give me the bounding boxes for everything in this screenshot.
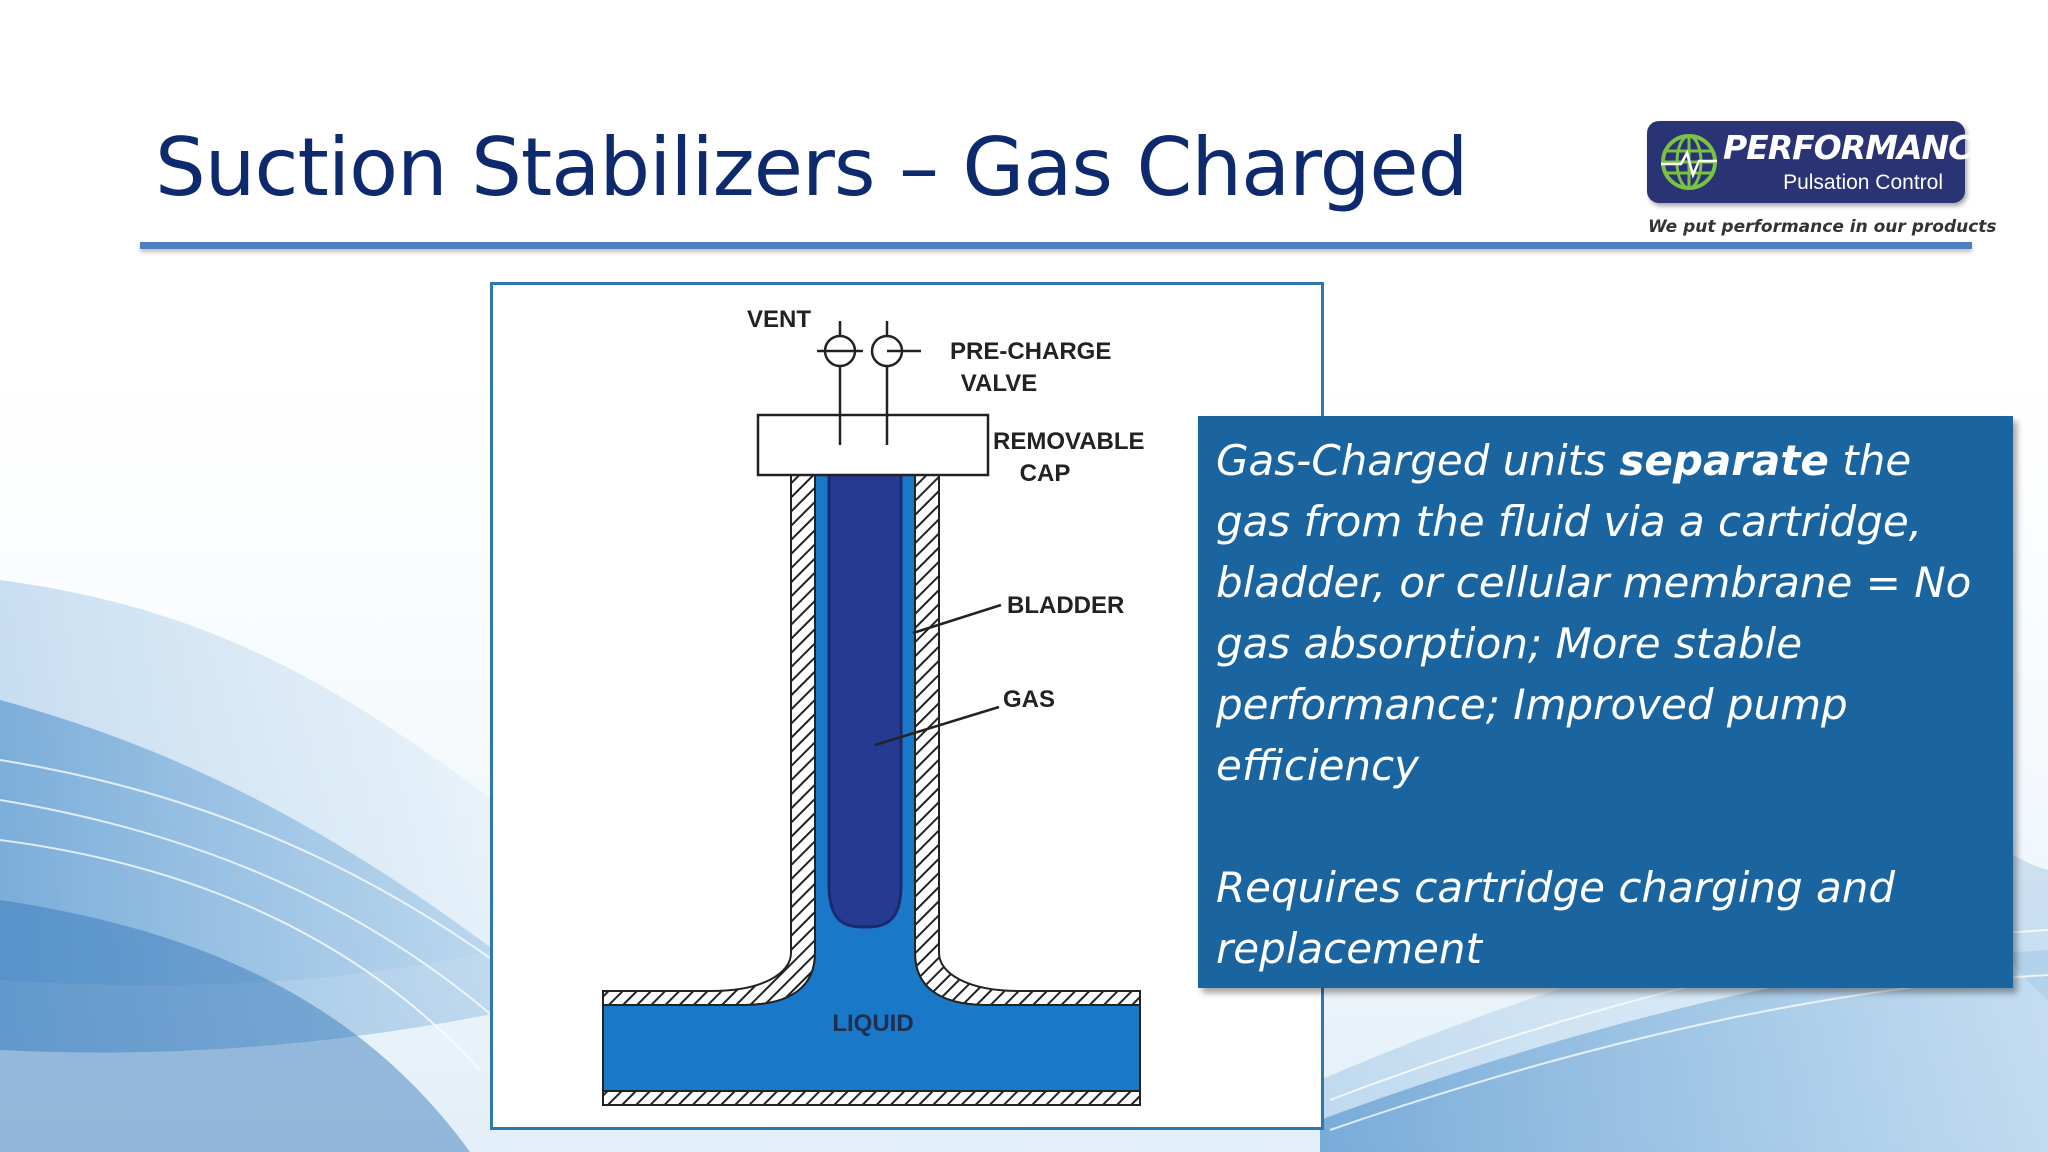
vent-label: VENT: [747, 306, 811, 333]
removable-cap: [756, 413, 990, 477]
callout-spacer: [1216, 796, 1995, 857]
vessel-shell: [914, 472, 1141, 1006]
callout-text: Gas-Charged units: [1216, 436, 1620, 485]
company-logo: PERFORMANCE Pulsation Control: [1647, 121, 1994, 203]
cap-label-line2: CAP: [1020, 460, 1071, 487]
vessel-shell: [602, 1090, 1141, 1106]
bladder-leader: [912, 603, 1002, 635]
cap-label-line1: REMOVABLE: [993, 428, 1145, 455]
precharge-valve: [870, 321, 921, 445]
vessel-shell: [602, 472, 816, 1006]
bladder-gas: [827, 471, 903, 929]
title-divider: [140, 242, 1972, 249]
slide-title: Suction Stabilizers – Gas Charged: [155, 121, 1468, 214]
callout-emphasis: separate: [1619, 436, 1829, 485]
stabilizer-diagram: VENT PRE-CHARGE VALVE REMOVABLE CAP BLAD…: [490, 282, 1324, 1130]
precharge-label-line2: VALVE: [961, 370, 1037, 397]
stabilizer-diagram-drawing: VENT PRE-CHARGE VALVE REMOVABLE CAP BLAD…: [602, 306, 1145, 1106]
info-callout: Gas-Charged units separate the gas from …: [1198, 416, 2013, 988]
liquid-label: LIQUID: [832, 1010, 913, 1037]
logo-subtitle: Pulsation Control: [1783, 171, 1943, 194]
precharge-label-line1: PRE-CHARGE: [950, 338, 1111, 365]
gas-leader: [874, 705, 1000, 747]
callout-paragraph-2: Requires cartridge charging and replacem…: [1216, 863, 1896, 973]
callout-paragraph-1: Gas-Charged units separate the gas from …: [1216, 430, 1995, 796]
logo-tagline: We put performance in our products: [1648, 217, 1997, 237]
vent-valve: [817, 321, 863, 445]
logo-name: PERFORMANCE: [1723, 128, 1994, 167]
gas-label: GAS: [1003, 686, 1055, 713]
globe-icon: [1661, 134, 1717, 190]
callout-text: the gas from the fluid via a cartridge, …: [1216, 436, 1972, 790]
bladder-label: BLADDER: [1007, 592, 1124, 619]
